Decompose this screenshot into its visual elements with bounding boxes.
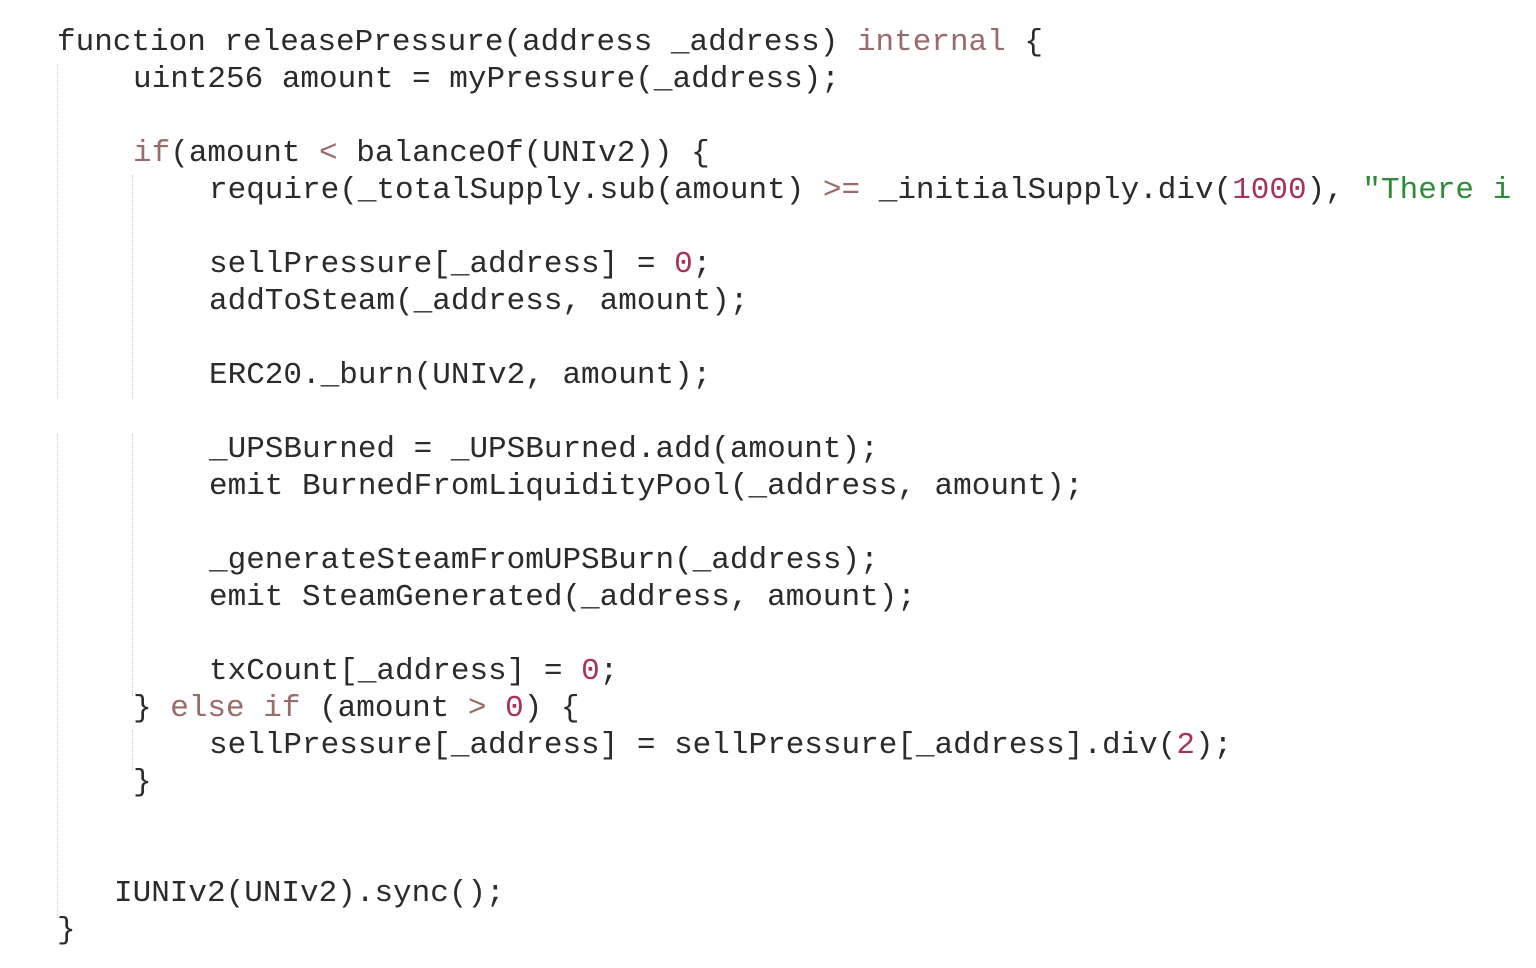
code-line[interactable]: function releasePressure(address _addres… bbox=[57, 24, 1043, 61]
code-line[interactable]: sellPressure[_address] = sellPressure[_a… bbox=[209, 727, 1232, 764]
code-line[interactable]: _UPSBurned = _UPSBurned.add(amount); bbox=[209, 431, 879, 468]
code-token: < bbox=[319, 136, 338, 171]
code-token: >= bbox=[822, 173, 861, 208]
code-line[interactable]: emit BurnedFromLiquidityPool(_address, a… bbox=[209, 468, 1083, 505]
code-token: emit SteamGenerated(_address, amount); bbox=[209, 580, 916, 615]
code-token: _generateSteamFromUPSBurn(_address); bbox=[209, 543, 879, 578]
code-line[interactable]: _generateSteamFromUPSBurn(_address); bbox=[209, 542, 879, 579]
code-token: 0 bbox=[505, 691, 524, 726]
indent-guide bbox=[132, 434, 133, 696]
indent-guide bbox=[57, 64, 58, 399]
code-token: } bbox=[57, 913, 76, 948]
code-token: ; bbox=[692, 247, 712, 282]
code-token: (amount bbox=[300, 691, 468, 726]
code-token: if bbox=[133, 136, 171, 171]
code-line[interactable]: ERC20._burn(UNIv2, amount); bbox=[209, 357, 711, 394]
code-line[interactable]: IUNIv2(UNIv2).sync(); bbox=[114, 875, 505, 912]
code-token: ERC20._burn(UNIv2, amount); bbox=[209, 358, 712, 393]
code-line[interactable]: } else if (amount > 0) { bbox=[133, 690, 580, 727]
code-token: require(_totalSupply.sub(amount) bbox=[209, 173, 823, 208]
code-token: { bbox=[1005, 25, 1043, 60]
code-line[interactable]: if(amount < balanceOf(UNIv2)) { bbox=[133, 135, 710, 172]
code-token: addToSteam(_address, amount); bbox=[209, 284, 749, 319]
code-token: internal bbox=[856, 25, 1006, 60]
code-token: _initialSupply.div( bbox=[860, 173, 1233, 208]
code-token: } bbox=[133, 765, 152, 800]
code-line[interactable]: uint256 amount = myPressure(_address); bbox=[133, 61, 840, 98]
code-token: balanceOf(UNIv2)) { bbox=[337, 136, 710, 171]
code-token: "There i bbox=[1362, 173, 1512, 208]
code-token: 0 bbox=[674, 247, 693, 282]
code-token: ); bbox=[1194, 728, 1233, 763]
code-token: txCount[_address] = bbox=[209, 654, 582, 689]
code-token: } bbox=[133, 691, 171, 726]
code-token: 0 bbox=[581, 654, 600, 689]
code-line[interactable]: emit SteamGenerated(_address, amount); bbox=[209, 579, 916, 616]
code-token: else if bbox=[170, 691, 301, 726]
code-line[interactable]: require(_totalSupply.sub(amount) >= _ini… bbox=[209, 172, 1511, 209]
code-token: 1000 bbox=[1232, 173, 1307, 208]
code-token: _UPSBurned = _UPSBurned.add(amount); bbox=[209, 432, 879, 467]
code-token: ) { bbox=[523, 691, 580, 726]
indent-guide bbox=[132, 175, 133, 399]
code-token: function releasePressure(address _addres… bbox=[57, 25, 857, 60]
code-token: sellPressure[_address] = sellPressure[_a… bbox=[209, 728, 1177, 763]
code-token: emit BurnedFromLiquidityPool(_address, a… bbox=[209, 469, 1084, 504]
code-line[interactable]: txCount[_address] = 0; bbox=[209, 653, 618, 690]
code-token: uint256 amount = myPressure(_address); bbox=[133, 62, 840, 97]
code-token: ; bbox=[599, 654, 619, 689]
code-token: sellPressure[_address] = bbox=[209, 247, 675, 282]
code-token: > bbox=[467, 691, 487, 726]
code-token: 2 bbox=[1176, 728, 1195, 763]
indent-guide bbox=[132, 730, 133, 770]
code-token: IUNIv2(UNIv2).sync(); bbox=[114, 876, 505, 911]
code-line[interactable]: } bbox=[133, 764, 152, 801]
code-line[interactable]: sellPressure[_address] = 0; bbox=[209, 246, 711, 283]
indent-guide bbox=[57, 434, 58, 918]
code-token: ), bbox=[1306, 173, 1363, 208]
code-line[interactable]: } bbox=[57, 912, 76, 949]
code-line[interactable]: addToSteam(_address, amount); bbox=[209, 283, 749, 320]
code-token bbox=[487, 691, 506, 726]
code-token: (amount bbox=[170, 136, 320, 171]
